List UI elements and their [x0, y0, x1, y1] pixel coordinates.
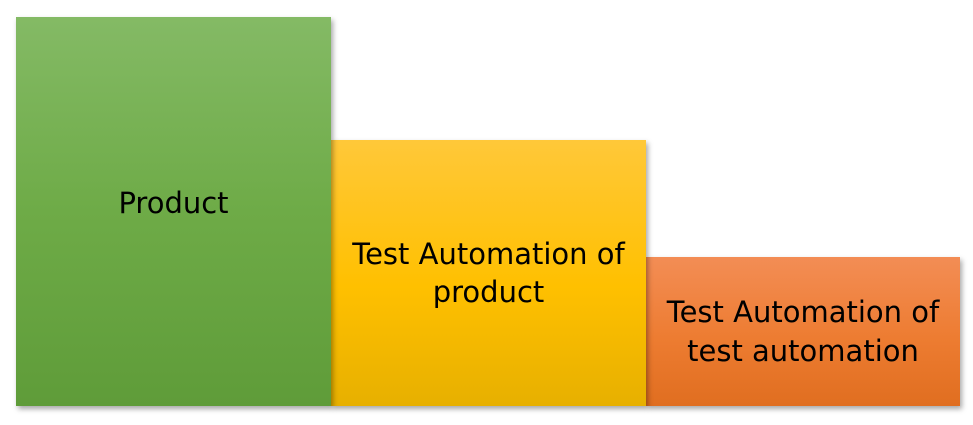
product-label: Product [118, 186, 229, 221]
test-automation-of-product-block: Test Automation of product [331, 140, 646, 406]
test-automation-of-product-label: Test Automation of product [352, 236, 625, 309]
test-automation-of-test-automation-block: Test Automation of test automation [646, 257, 960, 406]
test-automation-of-test-automation-label: Test Automation of test automation [666, 295, 940, 368]
product-block: Product [16, 17, 331, 406]
